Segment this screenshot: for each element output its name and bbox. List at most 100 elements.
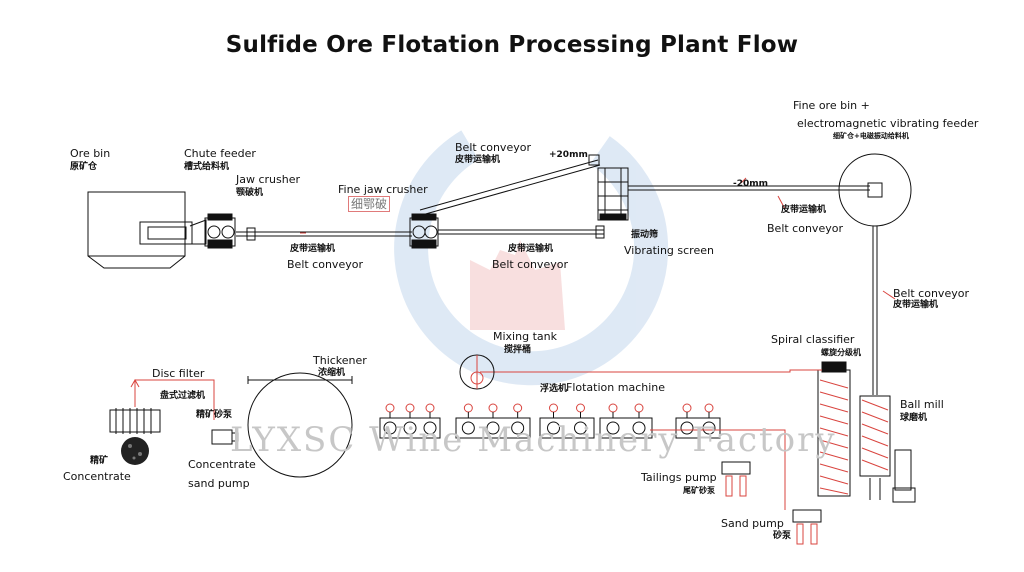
belt-conveyor-3-label: Belt conveyor — [455, 141, 531, 154]
flotation-impeller — [680, 421, 694, 435]
flotation-motor — [608, 403, 618, 413]
flotation-impeller — [383, 421, 397, 435]
flotation-impeller — [461, 421, 475, 435]
belt-conveyor-1-label: Belt conveyor — [287, 258, 363, 271]
flotation-impeller — [574, 421, 587, 435]
ball-mill-cn-label: 球磨机 — [900, 413, 928, 423]
mixing-tank — [459, 354, 495, 390]
flotation-impeller — [423, 421, 437, 435]
belt-conveyor-2-cn-label: 皮带运输机 — [508, 244, 554, 254]
background-logo — [394, 130, 669, 386]
concentrate-pump-cn-label: 精矿砂泵 — [196, 410, 233, 420]
flotation-impeller — [486, 421, 500, 435]
fine-jaw-crusher-cn-label: 细鄂破 — [348, 196, 391, 212]
fine-ore-bin-label-1: Fine ore bin + — [793, 99, 870, 112]
flotation-bank — [599, 417, 653, 439]
vibrating-screen-label: Vibrating screen — [624, 244, 714, 257]
ball-mill — [859, 395, 916, 503]
belt-conveyor-2 — [438, 225, 605, 239]
fine-ore-bin-label-2: electromagnetic vibrating feeder — [797, 117, 979, 130]
flotation-machine — [379, 403, 721, 439]
concentrate-sand-pump — [211, 429, 239, 445]
flotation-motor — [704, 403, 714, 413]
plus-20mm-label: +20mm — [549, 150, 588, 160]
flotation-bank — [539, 417, 595, 439]
chute-feeder — [139, 219, 207, 245]
flotation-motor — [488, 403, 498, 413]
flotation-motor — [463, 403, 473, 413]
belt-conveyor-5-cn-label: 皮带运输机 — [893, 300, 939, 310]
minus-20mm-label: -20mm — [733, 179, 769, 189]
ore-bin-label: Ore bin — [70, 147, 111, 160]
disc-filter — [109, 408, 161, 434]
flotation-impeller — [403, 421, 417, 435]
flotation-motor — [385, 403, 395, 413]
mixing-tank-cn-label: 搅拌桶 — [504, 345, 532, 355]
fine-jaw-crusher-label: Fine jaw crusher — [338, 183, 428, 196]
belt-conveyor-3-cn-label: 皮带运输机 — [455, 155, 501, 165]
disc-filter-label: Disc filter — [152, 367, 205, 380]
sand-pump — [792, 509, 822, 545]
fine-jaw-crusher — [409, 213, 439, 249]
belt-conveyor-2-label: Belt conveyor — [492, 258, 568, 271]
flotation-impeller — [702, 421, 716, 435]
belt-conveyor-4-cn-label: 皮带运输机 — [781, 205, 827, 215]
flotation-impeller — [547, 421, 560, 435]
concentrate-pump-label-1: Concentrate — [188, 458, 256, 471]
flotation-motor — [682, 403, 692, 413]
concentrate-cn-label: 精矿 — [90, 456, 109, 466]
flotation-impeller — [606, 421, 620, 435]
belt-conveyor-1 — [236, 227, 412, 241]
ore-bin-cn-label: 原矿仓 — [70, 162, 98, 172]
concentrate-pile — [121, 437, 149, 465]
jaw-crusher — [204, 213, 236, 249]
ore-bin — [87, 191, 186, 269]
flotation-machine-cn-label: 浮选机 — [540, 384, 568, 394]
spiral-classifier — [817, 361, 851, 497]
belt-conveyor-5 — [872, 226, 896, 395]
fine-ore-bin — [838, 153, 912, 227]
watermark-text: LYXSC Wine Machinery Factory — [230, 420, 837, 460]
jaw-crusher-label: Jaw crusher — [236, 173, 301, 186]
disc-filter-cn-label: 盘式过滤机 — [160, 391, 206, 401]
spiral-classifier-cn-label: 螺旋分级机 — [821, 348, 861, 357]
belt-conveyor-1-cn-label: 皮带运输机 — [290, 244, 336, 254]
thickener-cn-label: 浓缩机 — [318, 368, 346, 378]
chute-feeder-label: Chute feeder — [184, 147, 256, 160]
flotation-impeller — [632, 421, 646, 435]
belt-conveyor-4-label: Belt conveyor — [767, 222, 843, 235]
flotation-motor — [425, 403, 435, 413]
mixing-tank-label: Mixing tank — [493, 330, 557, 343]
flotation-motor — [549, 403, 558, 413]
tailings-pump-label: Tailings pump — [641, 471, 717, 484]
sand-pump-cn-label: 砂泵 — [773, 531, 792, 541]
belt-conveyor-3-inclined — [419, 154, 601, 216]
flotation-motor — [634, 403, 644, 413]
tailings-pump — [721, 461, 751, 497]
vibrating-screen — [597, 167, 629, 221]
belt-conveyor-5-label: Belt conveyor — [893, 287, 969, 300]
vibrating-screen-cn-label: 振动筛 — [631, 230, 659, 240]
concentrate-label: Concentrate — [63, 470, 131, 483]
tailings-pump-cn-label: 尾矿砂泵 — [683, 486, 715, 495]
flow-line-disc-filter — [130, 378, 215, 420]
flotation-bank — [675, 417, 721, 439]
flotation-motor — [405, 403, 415, 413]
thickener-label: Thickener — [313, 354, 367, 367]
sand-pump-label: Sand pump — [721, 517, 784, 530]
flotation-machine-label: Flotation machine — [566, 381, 666, 394]
flotation-motor — [513, 403, 523, 413]
jaw-crusher-cn-label: 颚破机 — [236, 188, 264, 198]
chute-feeder-cn-label: 槽式给料机 — [184, 162, 230, 172]
flotation-motor — [576, 403, 585, 413]
belt-conveyor-4 — [628, 177, 870, 210]
spiral-classifier-label: Spiral classifier — [771, 333, 855, 346]
concentrate-pump-label-2: sand pump — [188, 477, 250, 490]
flow-line-classifier-to-mixing — [480, 369, 822, 373]
chart-title: Sulfide Ore Flotation Processing Plant F… — [225, 32, 799, 58]
flow-line-to-sand-pump — [650, 429, 786, 510]
fine-ore-bin-cn-label: 细矿仓+电磁振动给料机 — [833, 132, 909, 140]
flotation-impeller — [511, 421, 525, 435]
